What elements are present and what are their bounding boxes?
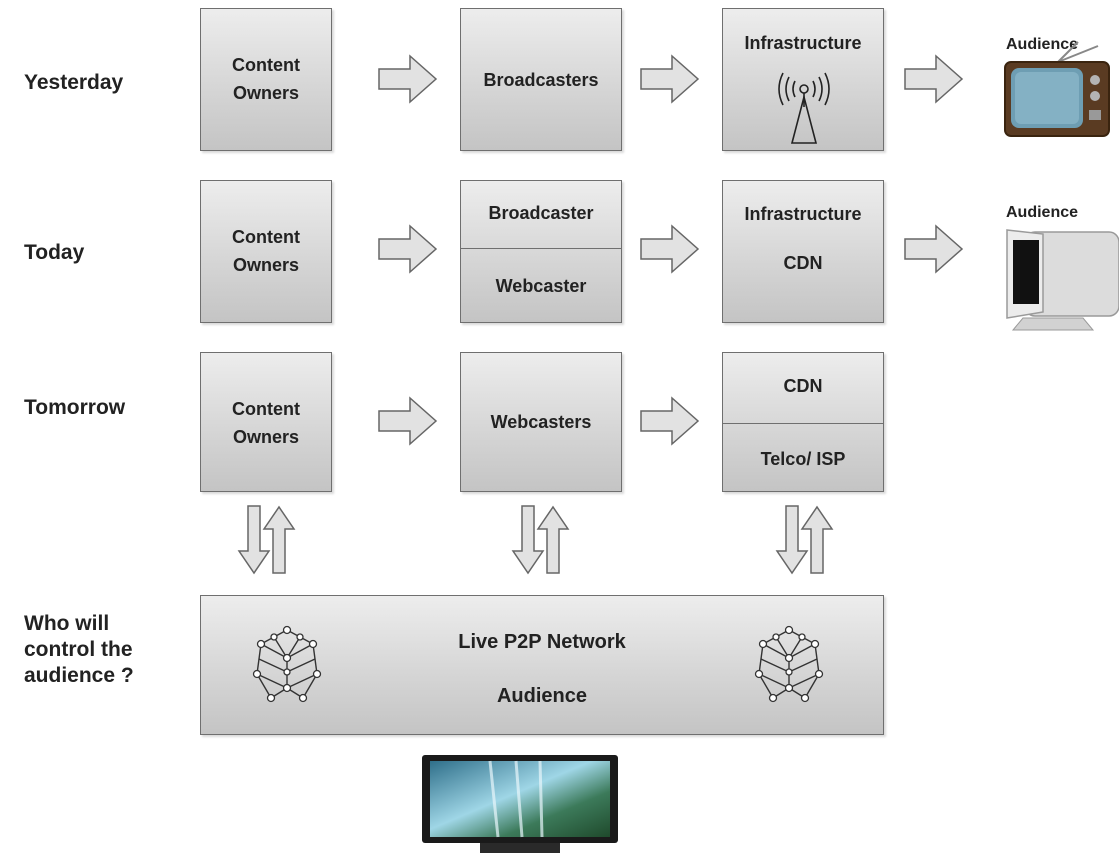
p2p-audience-label: Audience bbox=[496, 685, 588, 707]
content-owners-line-2: Owners bbox=[232, 255, 300, 275]
today-broadcaster-webcaster-box: Broadcaster Webcaster bbox=[460, 180, 622, 323]
broadcaster-label: Broadcaster bbox=[488, 203, 594, 223]
cdn-label: CDN bbox=[783, 376, 823, 396]
content-owners-line-1: Content bbox=[232, 399, 300, 419]
tomorrow-cdn-telco-box: CDN Telco/ ISP bbox=[722, 352, 884, 492]
yesterday-content-owners-box: Content Owners bbox=[200, 8, 332, 151]
box-divider bbox=[461, 248, 621, 249]
infrastructure-label: Infrastructure bbox=[744, 204, 862, 224]
yesterday-audience-label: Audience bbox=[1006, 36, 1079, 53]
yesterday-broadcasters-box: Broadcasters bbox=[460, 8, 622, 151]
content-owners-line-1: Content bbox=[232, 227, 300, 247]
right-arrow-icon bbox=[640, 224, 700, 274]
today-content-owners-box: Content Owners bbox=[200, 180, 332, 323]
right-arrow-icon bbox=[378, 396, 438, 446]
row-label-question: Who will control the audience ? bbox=[24, 611, 134, 689]
p2p-network-cube-icon bbox=[754, 625, 824, 703]
row-label-today: Today bbox=[24, 241, 85, 264]
today-infrastructure-cdn-box: Infrastructure CDN bbox=[722, 180, 884, 323]
broadcasters-label: Broadcasters bbox=[483, 70, 599, 90]
flat-screen-tv-icon bbox=[422, 755, 618, 853]
right-arrow-icon bbox=[904, 224, 964, 274]
webcaster-label: Webcaster bbox=[495, 276, 587, 296]
row-label-yesterday: Yesterday bbox=[24, 71, 124, 94]
question-line-2: control the bbox=[24, 638, 133, 661]
yesterday-infrastructure-box: Infrastructure bbox=[722, 8, 884, 151]
content-owners-line-2: Owners bbox=[232, 427, 300, 447]
right-arrow-icon bbox=[378, 54, 438, 104]
box-divider bbox=[723, 423, 883, 424]
down-up-arrows-icon bbox=[511, 505, 570, 575]
today-audience-label: Audience bbox=[1006, 204, 1079, 221]
down-up-arrows-icon bbox=[775, 505, 834, 575]
cdn-label: CDN bbox=[783, 253, 823, 273]
row-label-tomorrow: Tomorrow bbox=[24, 396, 126, 419]
p2p-title: Live P2P Network bbox=[458, 631, 626, 653]
right-arrow-icon bbox=[378, 224, 438, 274]
tomorrow-webcasters-box: Webcasters bbox=[460, 352, 622, 492]
right-arrow-icon bbox=[640, 54, 700, 104]
right-arrow-icon bbox=[904, 54, 964, 104]
p2p-network-cube-icon bbox=[252, 625, 322, 703]
down-up-arrows-icon bbox=[237, 505, 296, 575]
crt-television-icon bbox=[1004, 41, 1110, 137]
question-line-3: audience ? bbox=[24, 664, 134, 687]
tomorrow-content-owners-box: Content Owners bbox=[200, 352, 332, 492]
p2p-network-box: Live P2P Network Audience bbox=[200, 595, 884, 735]
webcasters-label: Webcasters bbox=[490, 412, 592, 432]
right-arrow-icon bbox=[640, 396, 700, 446]
content-owners-line-1: Content bbox=[232, 55, 300, 75]
content-owners-line-2: Owners bbox=[232, 83, 300, 103]
infrastructure-label: Infrastructure bbox=[744, 33, 862, 53]
crt-monitor-icon bbox=[1006, 229, 1119, 331]
antenna-icon bbox=[778, 72, 830, 144]
telco-isp-label: Telco/ ISP bbox=[760, 449, 846, 469]
question-line-1: Who will bbox=[24, 612, 110, 635]
